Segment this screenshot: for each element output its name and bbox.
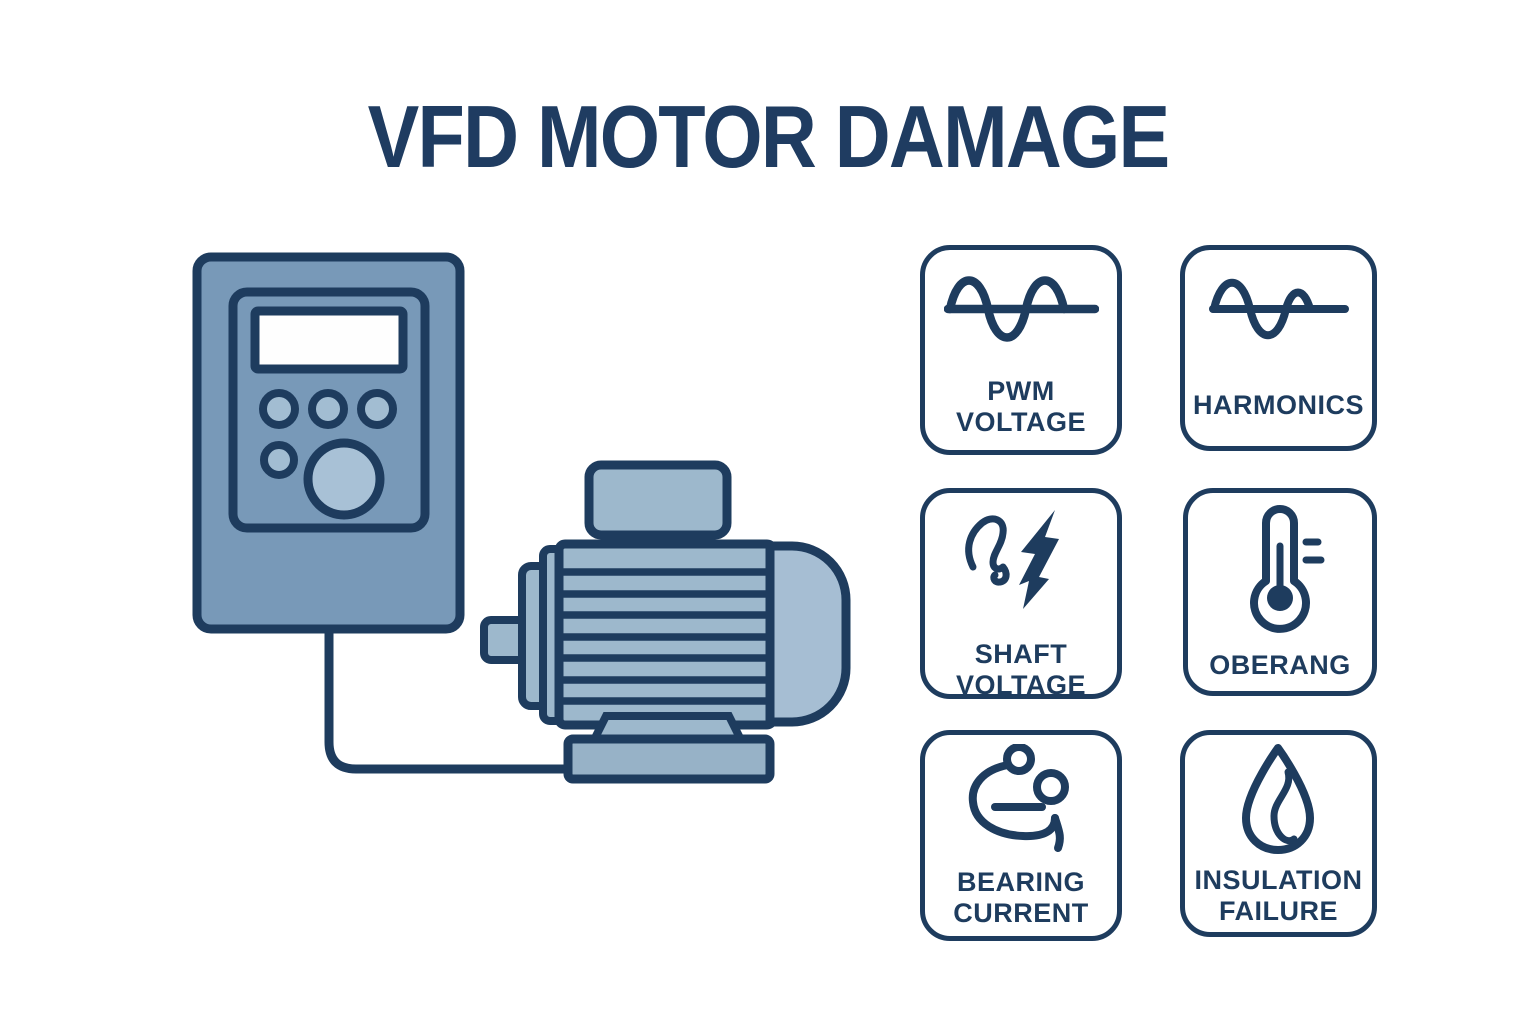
vfd-button-small <box>260 441 298 479</box>
card-label-line: OBERANG <box>1209 649 1351 680</box>
card-label-line: HARMONICS <box>1193 389 1364 420</box>
power-cable <box>324 621 585 774</box>
sine-wave-icon <box>943 276 1099 342</box>
vfd-drive <box>192 252 465 634</box>
vfd-button <box>259 389 299 429</box>
vfd-button <box>308 389 348 429</box>
card-label-line: FAILURE <box>1218 895 1338 926</box>
card-label-line: INSULATION <box>1194 864 1363 895</box>
vfd-button <box>357 389 397 429</box>
bearing-current-icon <box>968 744 1069 852</box>
distorted-wave-icon <box>1208 278 1349 340</box>
card-label-line: CURRENT <box>953 897 1089 928</box>
electric-motor <box>480 460 851 784</box>
motor-end-cap <box>765 541 851 727</box>
insulation-droplet-icon <box>1242 743 1314 854</box>
vfd-display <box>250 306 408 374</box>
card-pwm-voltage: PWM VOLTAGE <box>920 245 1122 455</box>
motor-cooling-fins <box>560 568 772 705</box>
card-label: INSULATION FAILURE <box>1185 863 1372 932</box>
motor-base-plate <box>563 734 775 784</box>
card-harmonics: HARMONICS <box>1180 245 1377 451</box>
card-label: SHAFT VOLTAGE <box>925 639 1117 705</box>
vfd-motor-illustration <box>192 252 851 784</box>
motor-junction-box <box>584 460 732 540</box>
card-overheating: OBERANG <box>1183 488 1377 696</box>
card-shaft-voltage: SHAFT VOLTAGE <box>920 488 1122 700</box>
card-bearing-current: BEARING CURRENT <box>920 730 1122 941</box>
card-label: BEARING CURRENT <box>925 863 1117 936</box>
card-label: PWM VOLTAGE <box>925 368 1117 450</box>
vfd-knob <box>303 438 385 520</box>
card-label-line: VOLTAGE <box>956 669 1086 700</box>
card-label-line: VOLTAGE <box>956 407 1086 437</box>
card-label-line: SHAFT <box>974 639 1068 669</box>
card-label-line: BEARING <box>956 866 1085 897</box>
shaft-lightning-icon <box>965 510 1059 609</box>
card-label: HARMONICS <box>1185 368 1372 446</box>
card-label: OBERANG <box>1188 643 1372 691</box>
thermometer-icon <box>1249 505 1324 633</box>
card-insulation-failure: INSULATION FAILURE <box>1180 730 1377 937</box>
card-label-line: PWM <box>987 376 1055 407</box>
page-title: VFD MOTOR DAMAGE <box>367 87 1170 186</box>
